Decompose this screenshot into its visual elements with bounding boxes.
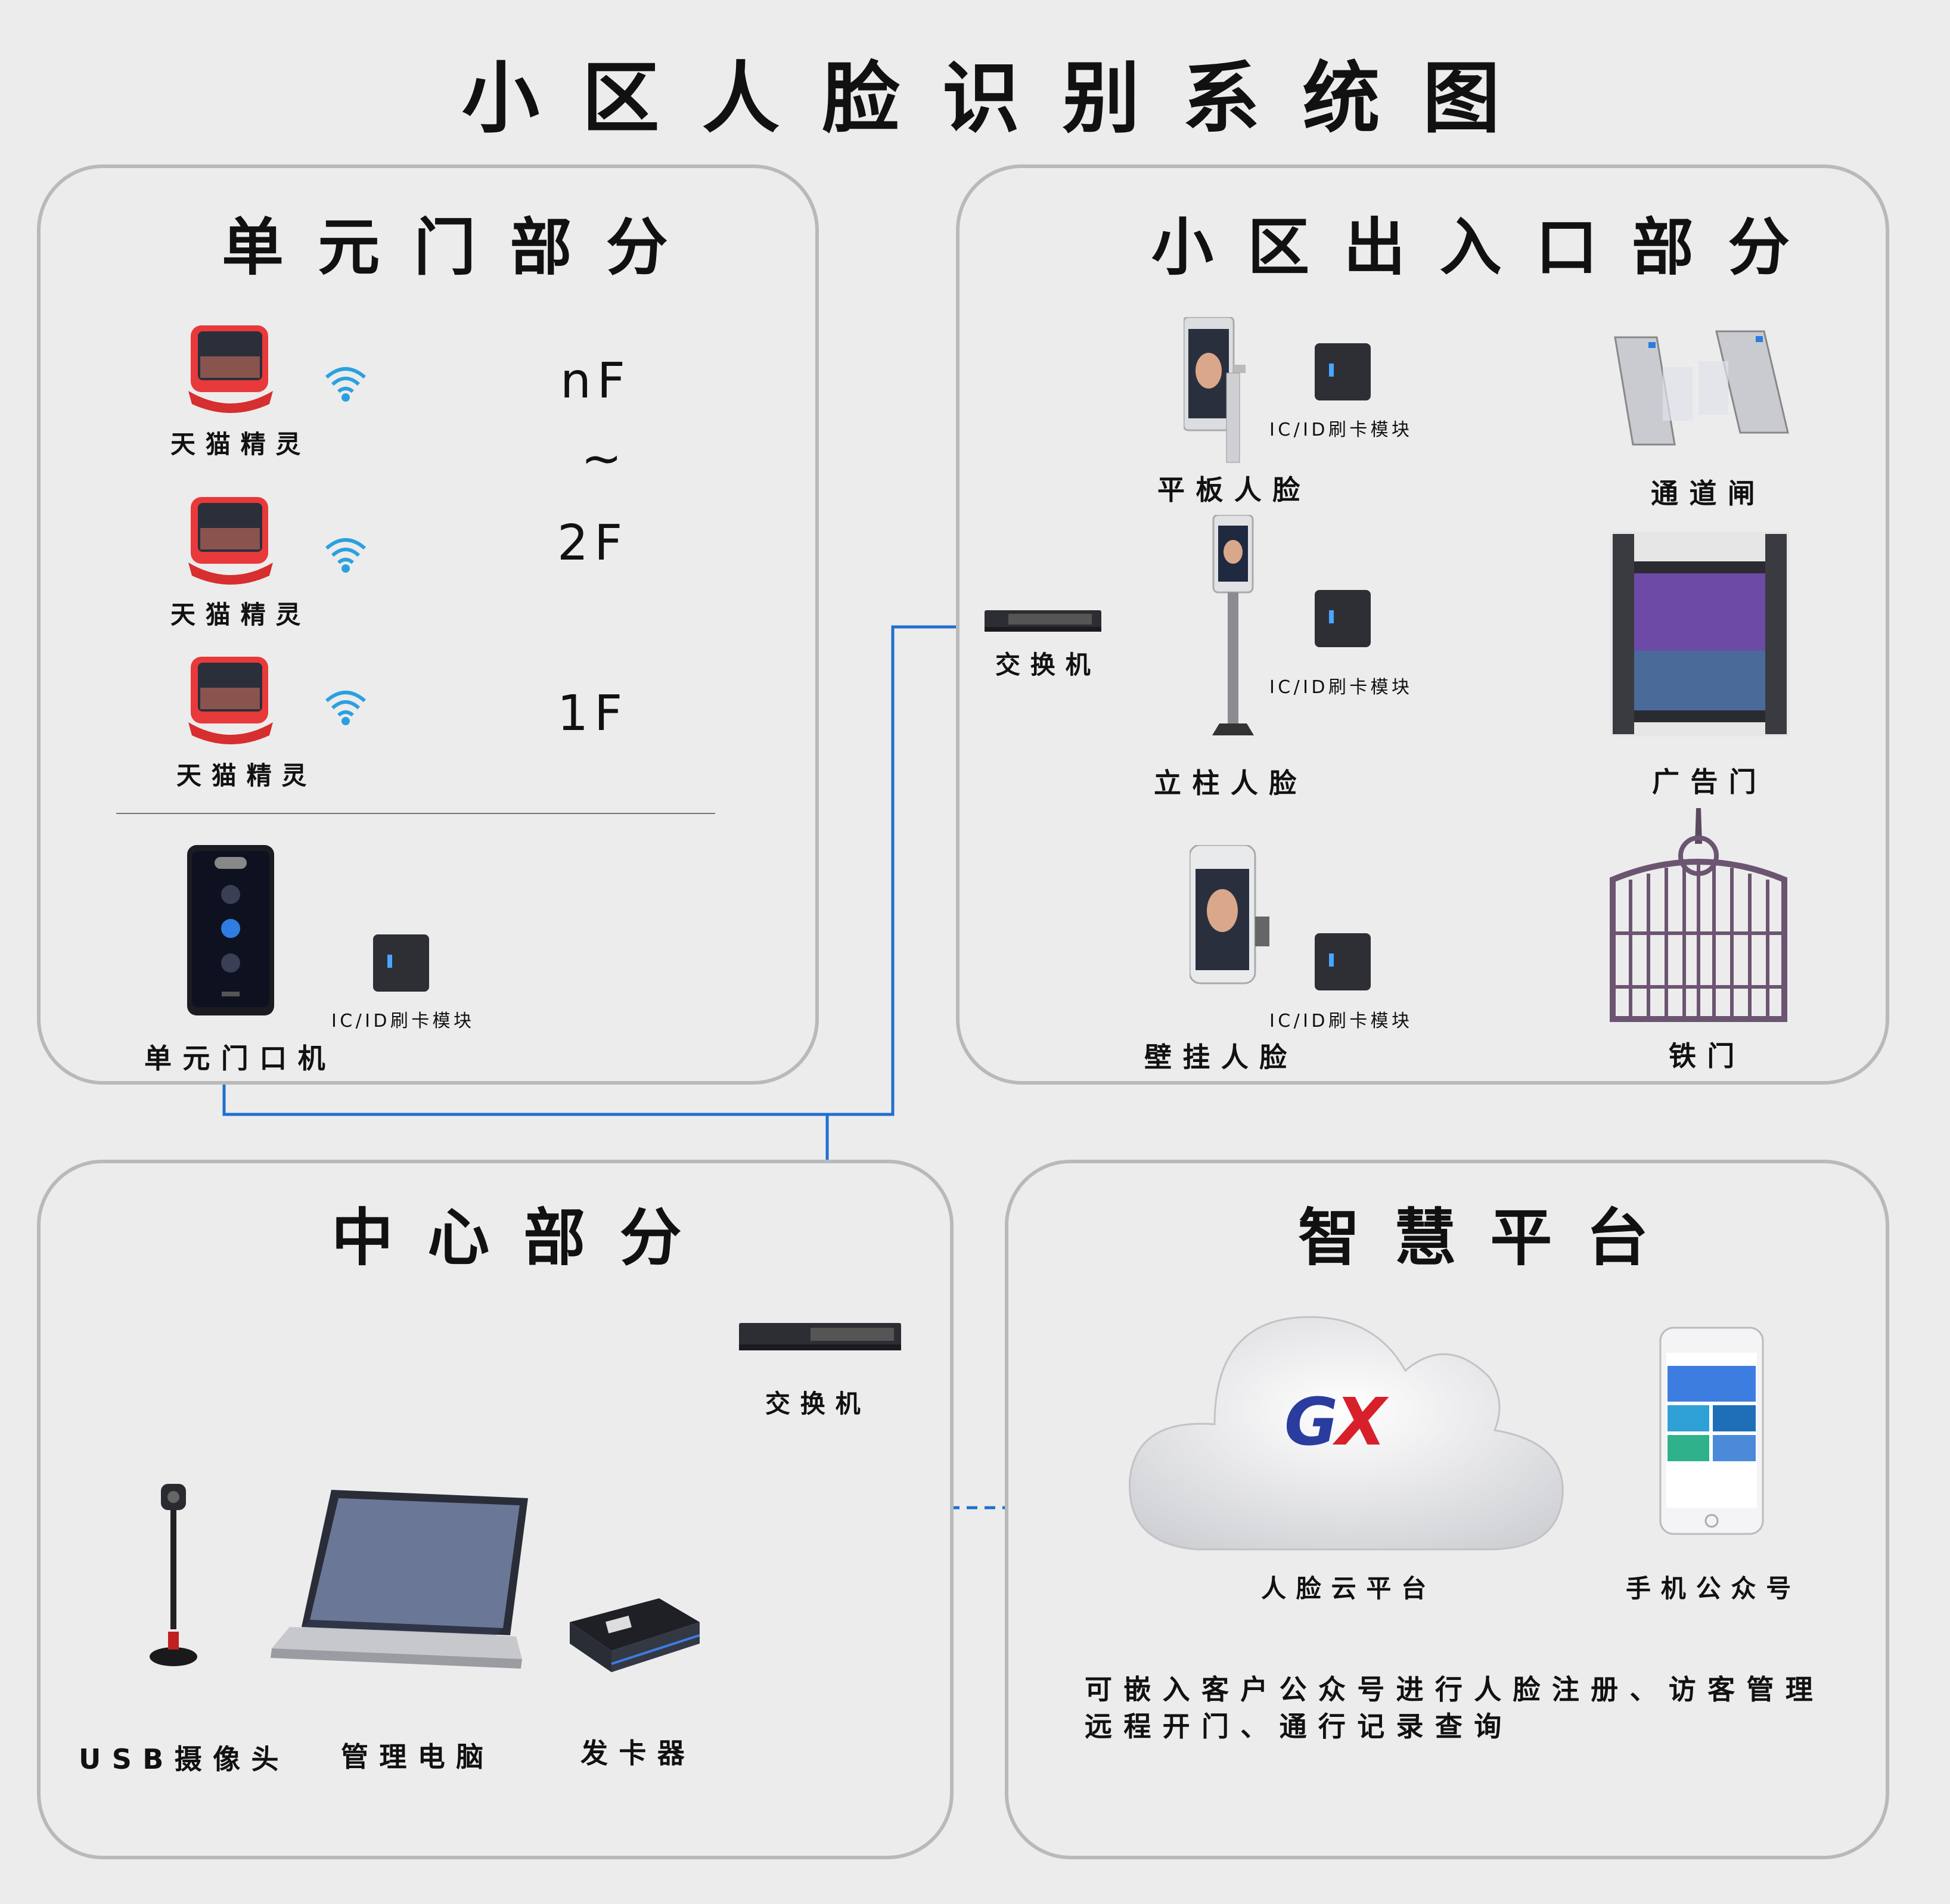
- card-module-label: IC/ID刷卡模块: [1269, 677, 1413, 698]
- tablet-face-label: 平板人脸: [1157, 474, 1311, 506]
- card-issuer-label: 发卡器: [580, 1737, 696, 1769]
- card-issuer-device: [570, 1598, 700, 1675]
- iron-gate-device: [1607, 808, 1795, 1026]
- page-title: 小区人脸识别系统图: [462, 52, 1543, 144]
- mobile-device: [1659, 1327, 1764, 1538]
- usb-camera-device: [147, 1479, 200, 1672]
- wall-face-device: [1188, 844, 1273, 990]
- card-reader-icon: [1315, 933, 1371, 993]
- card-module-label: IC/ID刷卡模块: [331, 1011, 475, 1032]
- floor-label-2: 2F: [557, 515, 629, 571]
- entrance-title: 小区出入口部分: [1151, 210, 1824, 284]
- switch-device: [985, 605, 1101, 636]
- usb-camera-label: USB摄像头: [79, 1743, 290, 1775]
- card-module-label: IC/ID刷卡模块: [1269, 1011, 1413, 1032]
- speaker-device: [186, 321, 275, 418]
- tablet-face-device: [1182, 316, 1303, 468]
- platform-description-2: 远程开门、通行记录查询: [1085, 1710, 1513, 1743]
- center-title: 中心部分: [331, 1201, 716, 1274]
- turnstile-device: [1609, 325, 1800, 471]
- gx-logo-text: GX: [1284, 1384, 1386, 1460]
- pillar-face-device: [1204, 514, 1275, 744]
- floor-label-n: nF: [560, 353, 631, 409]
- platform-title: 智慧平台: [1298, 1201, 1682, 1274]
- floor-label-tilde: ~: [581, 430, 628, 487]
- ad-door-label: 广告门: [1652, 766, 1768, 798]
- gx-logo: GX: [1284, 1384, 1386, 1460]
- wifi-icon: [322, 532, 369, 576]
- speaker-label: 天猫精灵: [170, 600, 311, 629]
- unit-door-title: 单元门部分: [222, 210, 703, 284]
- iron-gate-label: 铁门: [1669, 1040, 1746, 1072]
- speaker-label: 天猫精灵: [176, 761, 317, 790]
- platform-description-1: 可嵌入客户公众号进行人脸注册、访客管理: [1085, 1673, 1825, 1706]
- card-reader-icon: [1315, 343, 1371, 403]
- wifi-icon: [322, 684, 369, 728]
- switch-label: 交换机: [765, 1389, 871, 1418]
- card-module-label: IC/ID刷卡模块: [1269, 420, 1413, 440]
- panel-unit-door: [37, 164, 819, 1085]
- pillar-face-label: 立柱人脸: [1154, 767, 1308, 799]
- speaker-label: 天猫精灵: [170, 430, 311, 459]
- divider: [116, 813, 715, 814]
- speaker-device: [186, 492, 275, 590]
- wall-face-label: 壁挂人脸: [1144, 1041, 1298, 1073]
- floor-label-1: 1F: [557, 685, 629, 742]
- ad-door-device: [1610, 532, 1789, 739]
- laptop-device: [266, 1486, 528, 1691]
- door-unit-device: [186, 844, 275, 1019]
- mobile-label: 手机公众号: [1626, 1574, 1802, 1603]
- cloud-label: 人脸云平台: [1261, 1574, 1437, 1603]
- door-unit-label: 单元门口机: [144, 1042, 336, 1074]
- card-reader-icon: [1315, 590, 1371, 650]
- speaker-device: [186, 652, 275, 750]
- switch-label: 交换机: [995, 650, 1101, 679]
- switch-device: [739, 1317, 901, 1358]
- card-reader-icon: [373, 934, 429, 994]
- cloud-icon: [1125, 1299, 1567, 1564]
- pc-label: 管理电脑: [341, 1741, 495, 1773]
- wifi-icon: [322, 361, 369, 405]
- turnstile-label: 通道闸: [1651, 477, 1766, 510]
